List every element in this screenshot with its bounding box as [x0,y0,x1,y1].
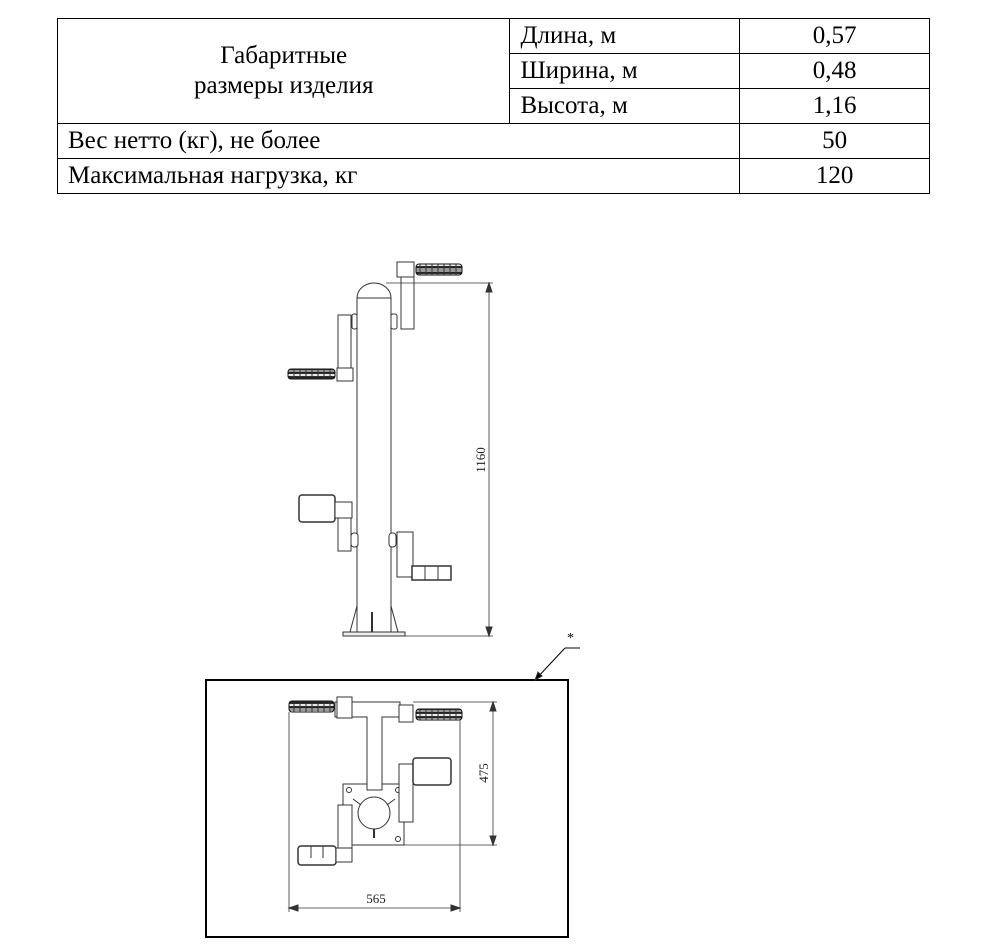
dimensions-label-line2: размеры изделия [193,72,374,99]
width-label: Ширина, м [509,53,741,89]
dimensions-label-line1: Габаритные [220,42,348,69]
side-view: 1160 [287,261,493,638]
length-value: 0,57 [739,18,930,54]
table-row: Максимальная нагрузка, кг 120 [56,158,930,194]
pedal [412,757,452,786]
height-label: Высота, м [509,88,741,124]
table-row: Ширина, м 0,48 [58,53,930,89]
table-row: Высота, м 1,16 [58,88,930,124]
footnote-mark: * [567,631,574,646]
pillar [356,282,392,632]
pedal [298,494,336,523]
table-row: Вес нетто (кг), не более 50 [56,123,930,159]
max-load-label: Максимальная нагрузка, кг [56,158,741,194]
net-weight-value: 50 [739,123,930,159]
specifications-table: Габаритные размеры изделия Длина, м 0,57… [56,18,930,194]
net-weight-label: Вес нетто (кг), не более [56,123,741,159]
pedal [411,565,452,581]
pillar-section [357,796,391,830]
depth-dimension-label: 475 [476,763,491,783]
top-view-frame [205,679,569,938]
base-plate [342,631,406,637]
handle-grip [288,700,335,713]
pedal [297,845,337,866]
max-load-value: 120 [739,158,930,194]
handle-grip [287,368,336,380]
handle-grip [415,708,463,721]
height-dimension-label: 1160 [473,447,488,473]
handle-grip [415,263,463,276]
width-value: 0,48 [739,53,930,89]
top-view: * 475 565 [205,631,580,938]
width-dimension-label: 565 [366,891,386,906]
dimensions-label-cell: Габаритные размеры изделия [56,18,511,124]
